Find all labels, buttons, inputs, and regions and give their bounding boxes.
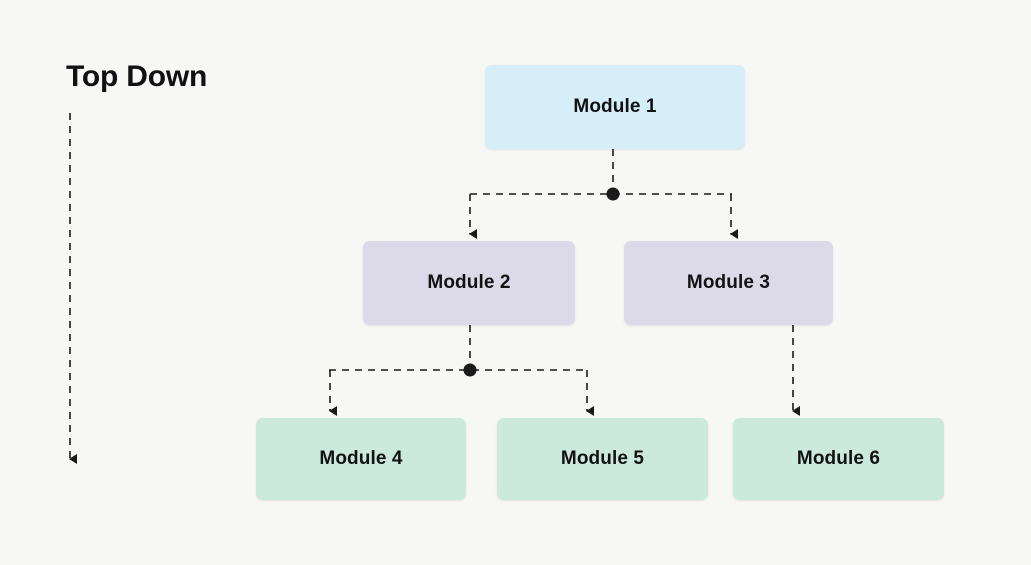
junction-1-dot bbox=[606, 187, 620, 201]
node-module-1[interactable]: Module 1 bbox=[485, 65, 745, 149]
node-module-1-label: Module 1 bbox=[573, 96, 657, 117]
node-module-3[interactable]: Module 3 bbox=[624, 241, 833, 325]
node-module-5-label: Module 5 bbox=[560, 448, 645, 469]
diagram-title: Top Down bbox=[66, 60, 208, 93]
node-module-5[interactable]: Module 5 bbox=[497, 418, 708, 500]
node-module-2-label: Module 2 bbox=[427, 272, 511, 293]
node-module-4-label: Module 4 bbox=[319, 448, 403, 469]
node-module-2[interactable]: Module 2 bbox=[363, 241, 575, 325]
node-module-6[interactable]: Module 6 bbox=[733, 418, 944, 500]
node-module-3-label: Module 3 bbox=[686, 272, 771, 293]
node-module-4[interactable]: Module 4 bbox=[256, 418, 466, 500]
node-module-6-label: Module 6 bbox=[796, 448, 881, 469]
junction-2-dot bbox=[463, 363, 477, 377]
